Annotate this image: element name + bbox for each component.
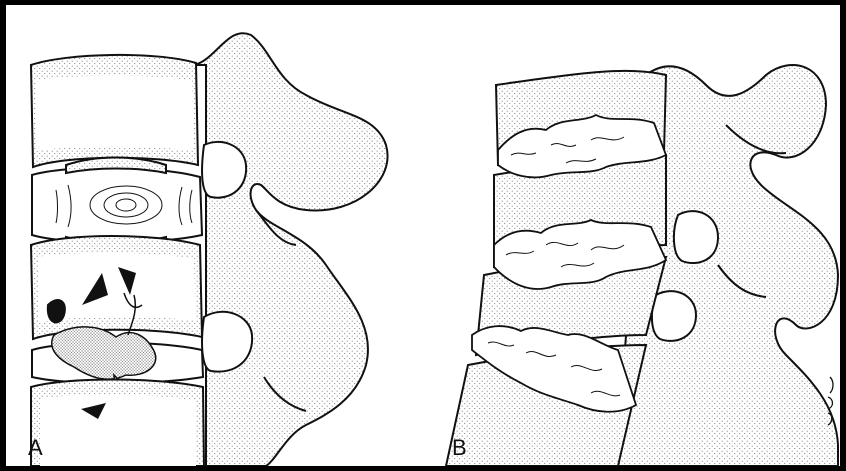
osteophyte-fragment	[48, 300, 65, 322]
panel-label-b: B	[452, 437, 467, 459]
panel-b	[446, 65, 838, 466]
illustration-canvas	[6, 5, 840, 466]
posterior-elements-upper	[194, 33, 388, 466]
panel-label-a: A	[28, 437, 43, 459]
spine-illustration: A B	[6, 5, 840, 466]
vertebral-body-lower-inner	[40, 395, 196, 466]
panel-a	[31, 33, 388, 466]
vertebral-body-upper-inner	[36, 76, 194, 151]
facet-joint-b1	[674, 211, 718, 263]
facet-joint-b2	[652, 291, 696, 341]
facet-joint-upper	[202, 142, 246, 198]
